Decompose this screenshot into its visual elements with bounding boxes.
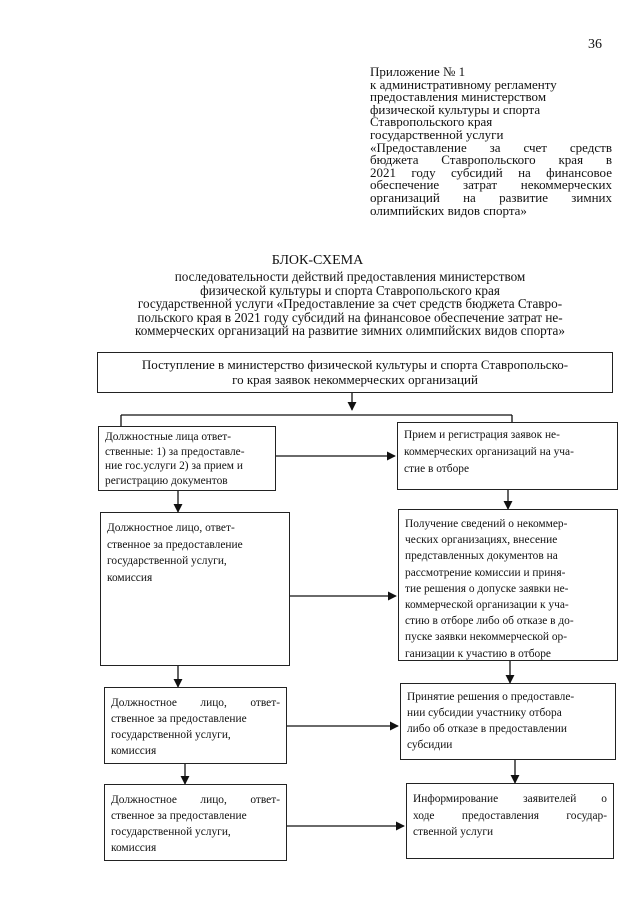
appendix-line: бюджета Ставропольского края в	[370, 152, 612, 168]
box-line: стию в отборе либо об отказе в до-	[405, 615, 574, 628]
scheme-subtitle: последовательности действий предоставлен…	[100, 270, 600, 338]
box-line: государственной услуги,	[111, 826, 231, 838]
box-line: го края заявок некоммерческих организаци…	[232, 372, 478, 387]
appendix-line: Приложение № 1	[370, 64, 466, 79]
box-line: ственное за предоставление	[111, 713, 247, 725]
box-line: стие в отборе	[404, 463, 470, 475]
official-commission-box-2: Должностное лицо, ответ- ственное за пре…	[104, 687, 287, 764]
subtitle-line: польского края в 2021 году субсидий на ф…	[137, 309, 563, 325]
appendix-line: государственной услуги	[370, 126, 504, 142]
box-line: Информирование заявителей о	[413, 793, 607, 805]
box-line: субсидии	[407, 739, 453, 751]
appendix-line: олимпийских видов спорта»	[370, 202, 527, 218]
official-commission-box-3: Должностное лицо, ответ- ственное за пре…	[104, 784, 287, 861]
appendix-line: Ставропольского края	[370, 114, 493, 130]
appendix-line: обеспечение затрат некоммерческих	[370, 177, 612, 193]
appendix-header: Приложение № 1 к административному регла…	[370, 64, 612, 218]
subsidy-decision-box: Принятие решения о предоставле- нии субс…	[400, 683, 616, 760]
official-commission-box-1: Должностное лицо, ответ- ственное за пре…	[100, 512, 290, 666]
box-line: Принятие решения о предоставле-	[407, 691, 575, 703]
box-line: либо об отказе в предоставлении	[407, 723, 567, 735]
box-line: ственное за предоставление	[111, 810, 247, 822]
subtitle-line: физической культуры и спорта Ставропольс…	[200, 282, 500, 298]
box-line: Должностное лицо, ответ-	[111, 697, 280, 709]
box-line: ние гос.услуги 2) за прием и	[105, 460, 243, 472]
box-line: государственной услуги,	[111, 729, 231, 741]
box-line: Должностное лицо, ответ-	[107, 522, 235, 534]
incoming-applications-box: Поступление в министерство физической ку…	[97, 352, 613, 393]
box-line: ственной услуги	[413, 826, 494, 838]
box-line: комиссия	[111, 842, 157, 854]
subtitle-line: коммерческих организаций на развитие зим…	[135, 323, 565, 338]
appendix-line: 2021 году субсидий на финансовое	[370, 164, 612, 180]
appendix-line: к административному регламенту	[370, 76, 557, 92]
subtitle-line: государственной услуги «Предоставление з…	[137, 296, 563, 311]
box-line: рассмотрение комиссии и приня-	[405, 566, 566, 579]
box-line: тие решения о допуске заявки не-	[405, 582, 569, 595]
admission-decision-box: Получение сведений о некоммер- ческих ор…	[398, 509, 618, 661]
box-line: комиссия	[107, 571, 153, 584]
box-line: ственное за предоставление	[107, 538, 243, 551]
box-line: Получение сведений о некоммер-	[405, 518, 568, 530]
box-line: ственные: 1) за предоставле-	[105, 445, 245, 458]
applicant-informing-box: Информирование заявителей о ходе предост…	[406, 783, 614, 859]
box-line: коммерческой организации к уча-	[405, 599, 569, 612]
box-line: регистрацию документов	[105, 474, 228, 487]
box-line: ческих организациях, внесение	[405, 534, 558, 547]
application-registration-box: Прием и регистрация заявок не- коммерчес…	[397, 422, 618, 490]
page-number: 36	[588, 37, 602, 52]
box-line: Прием и регистрация заявок не-	[404, 429, 560, 441]
box-line: Должностное лицо, ответ-	[111, 794, 280, 806]
box-line: ганизации к участию в отборе	[405, 647, 551, 660]
appendix-line: физической культуры и спорта	[370, 101, 541, 117]
box-line: коммерческих организаций на уча-	[404, 446, 574, 458]
subtitle-line: последовательности действий предоставлен…	[174, 269, 526, 284]
box-line: представленных документов на	[405, 550, 558, 563]
box-line: ходе предоставления государ-	[413, 809, 607, 822]
appendix-line: организаций на развитие зимних	[370, 189, 612, 205]
box-line: пуске заявки некоммерческой ор-	[405, 631, 568, 644]
box-line: государственной услуги,	[107, 555, 227, 567]
appendix-line: «Предоставление за счет средств	[370, 139, 612, 155]
box-line: комиссия	[111, 745, 157, 757]
box-line: Поступление в министерство физической ку…	[141, 357, 569, 372]
officials-responsible-box: Должностные лица ответ- ственные: 1) за …	[98, 426, 276, 491]
scheme-title: БЛОК-СХЕМА	[271, 253, 364, 268]
box-line: Должностные лица ответ-	[105, 431, 232, 443]
appendix-line: предоставления министерством	[370, 89, 547, 105]
box-line: нии субсидии участнику отбора	[407, 707, 562, 719]
